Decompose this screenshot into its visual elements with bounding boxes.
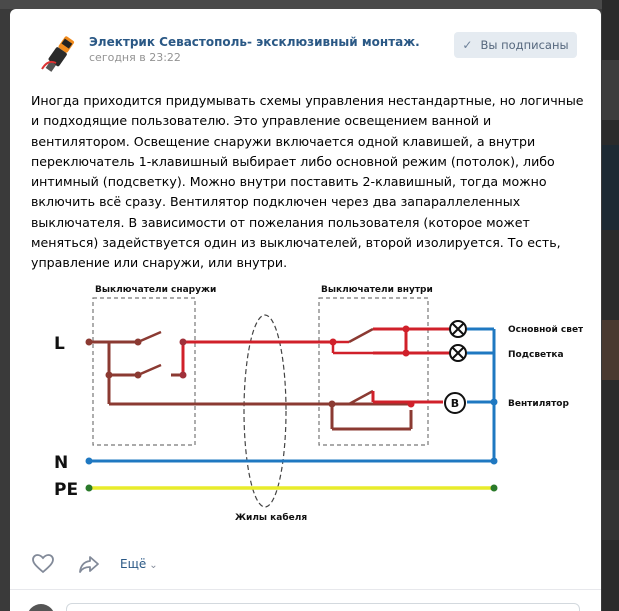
main-light-label: Основной свет <box>508 325 583 335</box>
label-N: N <box>54 453 68 473</box>
subscribed-label: Вы подписаны <box>480 38 569 52</box>
switched-wires <box>89 340 413 431</box>
fan-letter: В <box>451 397 459 410</box>
outside-switches-box <box>92 297 196 446</box>
commenter-avatar <box>27 604 55 611</box>
label-L: L <box>54 334 65 354</box>
wiring-diagram: В Выключатели снаружи Выключатели внутри… <box>54 285 583 523</box>
author-name[interactable]: Электрик Севастополь- эксклюзивный монта… <box>89 35 420 49</box>
more-button[interactable]: Ещё⌄ <box>120 557 158 571</box>
neutral-wires <box>89 327 496 463</box>
main-light-lamp <box>449 320 467 338</box>
share-icon <box>79 556 99 573</box>
like-button[interactable] <box>31 552 55 580</box>
fan-label: Вентилятор <box>508 399 569 409</box>
comments-divider <box>10 589 601 590</box>
post-date[interactable]: сегодня в 23:22 <box>89 51 181 64</box>
comment-input[interactable] <box>66 603 580 611</box>
label-PE: PE <box>54 480 78 500</box>
page-background-right <box>602 0 619 611</box>
cable-label: Жилы кабеля <box>235 512 307 523</box>
share-button[interactable] <box>77 552 101 580</box>
tester-icon <box>34 29 84 79</box>
more-label: Ещё <box>120 557 147 571</box>
inside-switches-label: Выключатели внутри <box>321 285 433 295</box>
fan-symbol: В <box>444 392 466 414</box>
subscribed-button[interactable]: ✓ Вы подписаны <box>454 32 577 58</box>
phase-wires <box>181 327 450 404</box>
cable-ellipse <box>243 314 287 508</box>
check-icon: ✓ <box>462 38 473 52</box>
post-card: Электрик Севастополь- эксклюзивный монта… <box>10 9 601 611</box>
post-text: Иногда приходится придумывать схемы упра… <box>31 93 584 271</box>
inside-switches-box <box>318 297 429 446</box>
wire-nodes <box>85 325 498 492</box>
chevron-down-icon: ⌄ <box>149 560 158 571</box>
backlight-lamp <box>449 344 467 362</box>
author-avatar[interactable] <box>34 29 84 79</box>
switch-blades <box>137 327 374 406</box>
outside-switches-label: Выключатели снаружи <box>95 285 216 295</box>
backlight-label: Подсветка <box>508 350 564 360</box>
heart-icon <box>32 554 54 574</box>
post-actions: Ещё⌄ <box>31 552 591 578</box>
page-background-top <box>0 0 619 9</box>
